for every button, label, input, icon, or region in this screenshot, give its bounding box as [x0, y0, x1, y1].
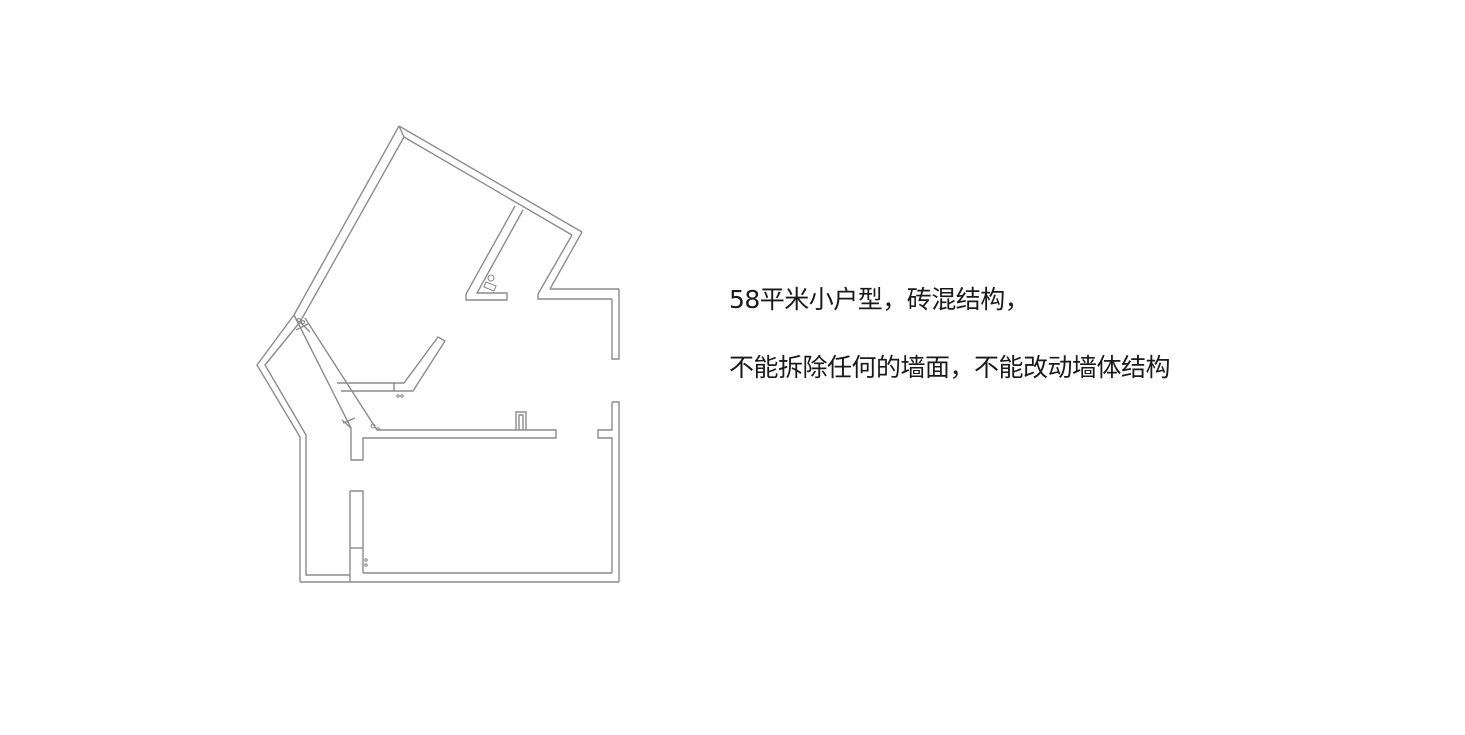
inner-walls [293, 205, 557, 582]
fixtures [296, 274, 497, 567]
caption-line-1: 58平米小户型，砖混结构， [729, 285, 1030, 314]
caption-line-2: 不能拆除任何的墙面，不能改动墙体结构 [729, 353, 1171, 382]
outer-walls [256, 125, 620, 583]
